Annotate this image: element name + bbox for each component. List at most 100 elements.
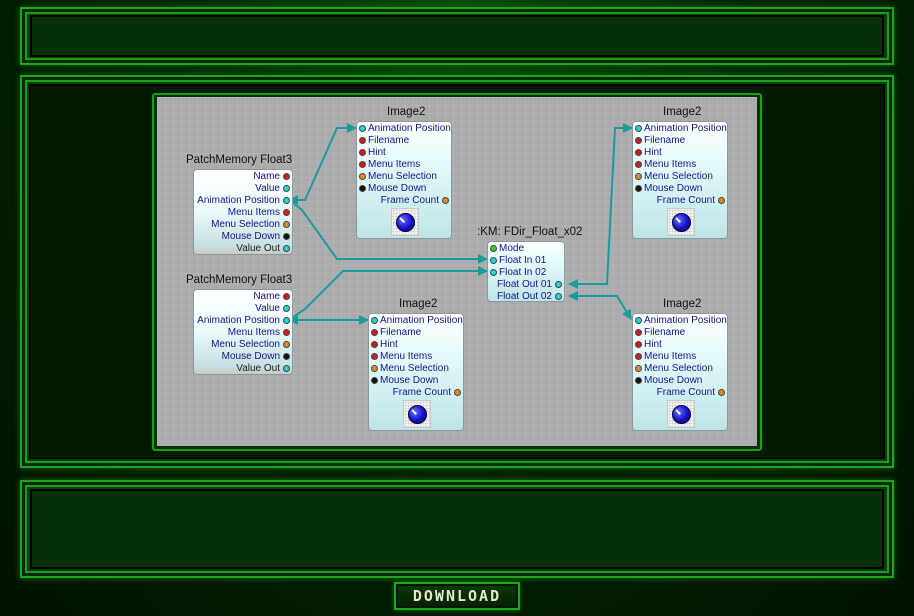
- orange-port-icon: [718, 389, 725, 396]
- image-top-right-port-menu-selection[interactable]: Menu Selection: [635, 171, 713, 183]
- image-top-right-port-filename[interactable]: Filename: [635, 135, 685, 147]
- patch-top-node[interactable]: Name Value Animation Position Menu Items…: [193, 169, 293, 255]
- cyan-port-icon: [635, 317, 642, 324]
- fdir-port-float-out-02[interactable]: Float Out 02: [497, 291, 562, 303]
- image-top-left-port-mouse-down[interactable]: Mouse Down: [359, 183, 426, 195]
- image-top-right-port-menu-items[interactable]: Menu Items: [635, 159, 696, 171]
- image-top-left-port-filename[interactable]: Filename: [359, 135, 409, 147]
- orange-port-icon: [718, 197, 725, 204]
- fdir-port-float-in-02[interactable]: Float In 02: [490, 267, 546, 279]
- bottom-panel: [20, 480, 894, 578]
- patch-top-port-value[interactable]: Value: [255, 183, 290, 195]
- image-top-left-port-animation-position[interactable]: Animation Position: [359, 123, 451, 135]
- black-port-icon: [635, 185, 642, 192]
- red-port-icon: [371, 353, 378, 360]
- patch-top-port-animation-position[interactable]: Animation Position: [197, 195, 290, 207]
- patch-top-port-menu-items[interactable]: Menu Items: [228, 207, 290, 219]
- knob-preview[interactable]: [667, 208, 695, 236]
- black-port-icon: [283, 353, 290, 360]
- cyan-port-icon: [490, 257, 497, 264]
- top-panel-inner: [30, 15, 884, 57]
- cyan-port-icon: [283, 305, 290, 312]
- green-port-icon: [490, 245, 497, 252]
- image-bottom-mid-port-hint[interactable]: Hint: [371, 339, 398, 351]
- patch-top-title: PatchMemory Float3: [186, 154, 293, 166]
- orange-port-icon: [442, 197, 449, 204]
- image-bottom-right-port-animation-position[interactable]: Animation Position: [635, 315, 727, 327]
- cyan-port-icon: [283, 245, 290, 252]
- red-port-icon: [635, 161, 642, 168]
- patch-top-port-value-out[interactable]: Value Out: [236, 243, 290, 255]
- image-top-left-port-hint[interactable]: Hint: [359, 147, 386, 159]
- wire-fdir-out1-to-image-top-right: [568, 123, 633, 289]
- image-bottom-right-port-frame-count[interactable]: Frame Count: [657, 387, 725, 399]
- image-top-right-port-mouse-down[interactable]: Mouse Down: [635, 183, 702, 195]
- patch-bottom-port-value[interactable]: Value: [255, 303, 290, 315]
- patch-bottom-port-animation-position[interactable]: Animation Position: [197, 315, 290, 327]
- image-top-left-port-menu-items[interactable]: Menu Items: [359, 159, 420, 171]
- patch-top-port-name[interactable]: Name: [253, 171, 290, 183]
- image-top-right-port-hint[interactable]: Hint: [635, 147, 662, 159]
- patch-bottom-port-mouse-down[interactable]: Mouse Down: [222, 351, 290, 363]
- image-top-right-port-animation-position[interactable]: Animation Position: [635, 123, 727, 135]
- image-bottom-right-port-mouse-down[interactable]: Mouse Down: [635, 375, 702, 387]
- orange-port-icon: [371, 365, 378, 372]
- orange-port-icon: [635, 365, 642, 372]
- node-canvas[interactable]: Image2 Animation Position Filename Hint …: [157, 97, 757, 446]
- cyan-port-icon: [635, 125, 642, 132]
- image-top-left-port-frame-count[interactable]: Frame Count: [381, 195, 449, 207]
- cyan-port-icon: [490, 269, 497, 276]
- image-top-right-node[interactable]: Animation Position Filename Hint Menu It…: [632, 121, 728, 239]
- knob-icon: [672, 213, 691, 232]
- patch-bottom-port-menu-items[interactable]: Menu Items: [228, 327, 290, 339]
- image-top-left-port-menu-selection[interactable]: Menu Selection: [359, 171, 437, 183]
- patch-bottom-port-value-out[interactable]: Value Out: [236, 363, 290, 375]
- wire-patch-top-to-image-top-left: [288, 123, 357, 205]
- cyan-port-icon: [555, 281, 562, 288]
- cyan-port-icon: [283, 365, 290, 372]
- image-bottom-mid-port-mouse-down[interactable]: Mouse Down: [371, 375, 438, 387]
- red-port-icon: [371, 329, 378, 336]
- patch-bottom-node[interactable]: Name Value Animation Position Menu Items…: [193, 289, 293, 375]
- cyan-port-icon: [283, 197, 290, 204]
- image-bottom-mid-port-menu-items[interactable]: Menu Items: [371, 351, 432, 363]
- patch-bottom-port-menu-selection[interactable]: Menu Selection: [211, 339, 290, 351]
- knob-preview[interactable]: [403, 400, 431, 428]
- knob-preview[interactable]: [667, 400, 695, 428]
- fdir-port-float-in-01[interactable]: Float In 01: [490, 255, 546, 267]
- patch-top-port-mouse-down[interactable]: Mouse Down: [222, 231, 290, 243]
- image-bottom-right-node[interactable]: Animation Position Filename Hint Menu It…: [632, 313, 728, 431]
- patch-top-port-menu-selection[interactable]: Menu Selection: [211, 219, 290, 231]
- image-bottom-right-port-menu-items[interactable]: Menu Items: [635, 351, 696, 363]
- knob-icon: [396, 213, 415, 232]
- image-top-right-title: Image2: [663, 106, 702, 118]
- image-bottom-mid-port-animation-position[interactable]: Animation Position: [371, 315, 463, 327]
- download-button[interactable]: DOWNLOAD: [394, 582, 520, 610]
- wire-fdir-out2-to-image-bottom-right: [568, 291, 632, 320]
- fdir-port-mode[interactable]: Mode: [490, 243, 524, 255]
- patch-bottom-title: PatchMemory Float3: [186, 274, 293, 286]
- red-port-icon: [359, 137, 366, 144]
- bottom-panel-inner: [30, 489, 884, 569]
- image-bottom-mid-port-frame-count[interactable]: Frame Count: [393, 387, 461, 399]
- fdir-title: :KM: FDir_Float_x02: [477, 226, 583, 238]
- image-bottom-mid-port-menu-selection[interactable]: Menu Selection: [371, 363, 449, 375]
- red-port-icon: [371, 341, 378, 348]
- red-port-icon: [635, 149, 642, 156]
- fdir-port-float-out-01[interactable]: Float Out 01: [497, 279, 562, 291]
- patch-bottom-port-name[interactable]: Name: [253, 291, 290, 303]
- image-top-right-port-frame-count[interactable]: Frame Count: [657, 195, 725, 207]
- image-bottom-right-port-filename[interactable]: Filename: [635, 327, 685, 339]
- image-bottom-right-title: Image2: [663, 298, 702, 310]
- knob-icon: [408, 405, 427, 424]
- knob-preview[interactable]: [391, 208, 419, 236]
- red-port-icon: [359, 149, 366, 156]
- image-bottom-right-port-menu-selection[interactable]: Menu Selection: [635, 363, 713, 375]
- image-top-left-node[interactable]: Animation Position Filename Hint Menu It…: [356, 121, 452, 239]
- image-bottom-mid-node[interactable]: Animation Position Filename Hint Menu It…: [368, 313, 464, 431]
- image-bottom-mid-port-filename[interactable]: Filename: [371, 327, 421, 339]
- fdir-node[interactable]: Mode Float In 01 Float In 02 Float Out 0…: [487, 241, 565, 302]
- image-bottom-right-port-hint[interactable]: Hint: [635, 339, 662, 351]
- cyan-port-icon: [555, 293, 562, 300]
- wire-patch-bottom-to-fdir-in2: [288, 266, 488, 321]
